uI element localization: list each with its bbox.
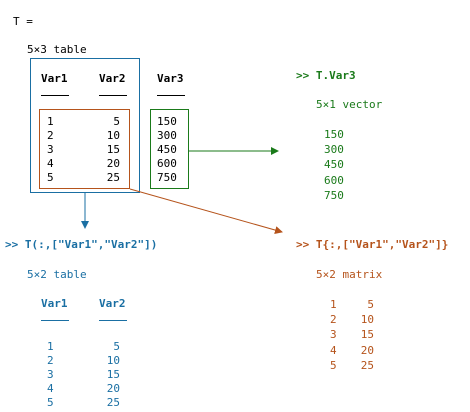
cell: 3 — [330, 328, 337, 341]
cell: 5 — [113, 340, 120, 353]
cell: 2 — [47, 129, 54, 142]
cell: 25 — [106, 171, 120, 184]
cell: 150 — [157, 115, 177, 128]
dot-access-size-label: 5×1 vector — [316, 98, 383, 111]
cell: 25 — [360, 359, 374, 372]
cell: 20 — [360, 344, 374, 357]
var3-selection-box — [150, 109, 189, 189]
cell: 4 — [47, 382, 54, 395]
paren-underline-var1 — [41, 320, 69, 321]
cell: 600 — [157, 157, 177, 170]
cell: 1 — [330, 298, 337, 311]
vector-value: 300 — [324, 143, 344, 156]
vector-value: 450 — [324, 158, 344, 171]
cell: 15 — [360, 328, 374, 341]
cell: 3 — [47, 368, 54, 381]
paren-underline-var2 — [99, 320, 127, 321]
paren-index-prompt: >> T(:,["Var1","Var2"]) — [5, 238, 158, 251]
cell: 15 — [106, 143, 120, 156]
cell: 5 — [330, 359, 337, 372]
vector-value: 750 — [324, 189, 344, 202]
cell: 450 — [157, 143, 177, 156]
cell: 300 — [157, 129, 177, 142]
paren-index-size-label: 5×2 table — [27, 268, 87, 281]
cell: 4 — [330, 344, 337, 357]
header-var1: Var1 — [41, 72, 68, 85]
vector-value: 150 — [324, 128, 344, 141]
header-var3: Var3 — [157, 72, 184, 85]
header-underline-var3 — [157, 95, 185, 96]
cell: 750 — [157, 171, 177, 184]
cell: 25 — [106, 396, 120, 409]
brace-index-size-label: 5×2 matrix — [316, 268, 383, 281]
cell: 5 — [367, 298, 374, 311]
cell: 1 — [47, 115, 54, 128]
cell: 10 — [360, 313, 374, 326]
cell: 5 — [113, 115, 120, 128]
brace-selection-box — [39, 109, 130, 189]
cell: 10 — [106, 354, 120, 367]
cell: 5 — [47, 396, 54, 409]
cell: 20 — [106, 382, 120, 395]
table-assignment: T = — [13, 15, 33, 28]
header-underline-var2 — [99, 95, 127, 96]
cell: 2 — [47, 354, 54, 367]
cell: 10 — [106, 129, 120, 142]
paren-header-var2: Var2 — [99, 297, 126, 310]
cell: 2 — [330, 313, 337, 326]
cell: 3 — [47, 143, 54, 156]
table-size-label: 5×3 table — [27, 43, 87, 56]
cell: 20 — [106, 157, 120, 170]
vector-value: 600 — [324, 174, 344, 187]
paren-selection-box — [30, 58, 140, 193]
cell: 4 — [47, 157, 54, 170]
header-var2: Var2 — [99, 72, 126, 85]
paren-header-var1: Var1 — [41, 297, 68, 310]
header-underline-var1 — [41, 95, 69, 96]
brace-index-prompt: >> T{:,["Var1","Var2"]} — [296, 238, 449, 251]
cell: 5 — [47, 171, 54, 184]
arrow-to-brace-index — [129, 188, 283, 234]
dot-access-prompt: >> T.Var3 — [296, 69, 356, 82]
cell: 15 — [106, 368, 120, 381]
cell: 1 — [47, 340, 54, 353]
